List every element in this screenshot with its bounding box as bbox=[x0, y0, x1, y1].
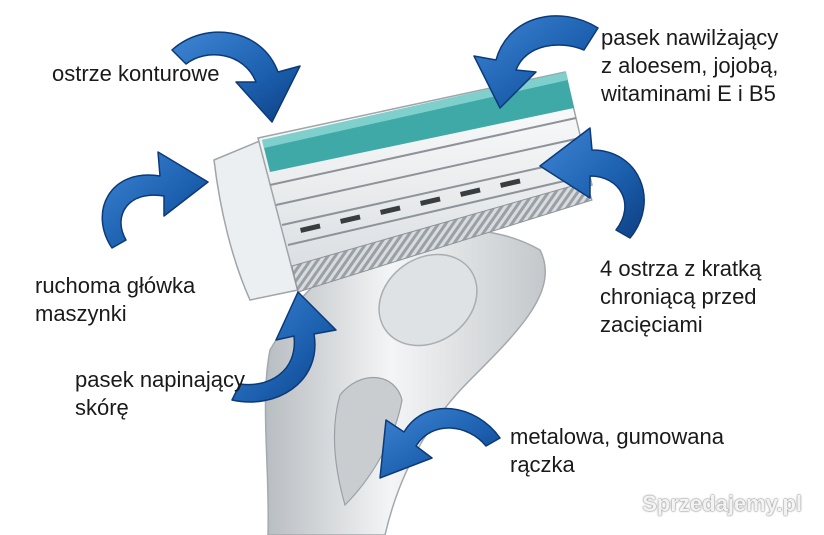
label-tension-strip: pasek napinający skórę bbox=[75, 367, 246, 420]
curved-arrow-icon bbox=[539, 127, 645, 239]
curved-arrow-icon bbox=[171, 31, 301, 123]
curved-arrow-icon bbox=[101, 151, 209, 249]
razor-handle bbox=[264, 228, 546, 535]
arrows bbox=[101, 15, 645, 479]
label-four-blades: 4 ostrza z kratką chroniącą przed zacięc… bbox=[600, 256, 762, 337]
label-movable-head: ruchoma główka maszynki bbox=[35, 273, 196, 326]
label-moisture-strip: pasek nawilżający z aloesem, jojobą, wit… bbox=[601, 25, 779, 106]
blade-slots bbox=[300, 178, 521, 233]
label-handle: metalowa, gumowana rączka bbox=[510, 424, 725, 477]
curved-arrow-icon bbox=[379, 407, 501, 479]
curved-arrow-icon bbox=[231, 291, 337, 403]
tension-grille bbox=[291, 181, 593, 293]
label-contour-blade: ostrze konturowe bbox=[52, 61, 220, 86]
handle-grip-oval bbox=[378, 253, 478, 347]
watermark-logo: Sprzedajemy.pl bbox=[642, 491, 802, 516]
cartridge-side-cap bbox=[213, 138, 299, 301]
curved-arrow-icon bbox=[473, 15, 599, 109]
blade-set bbox=[269, 117, 587, 246]
handle-rubber-insert bbox=[333, 377, 403, 507]
